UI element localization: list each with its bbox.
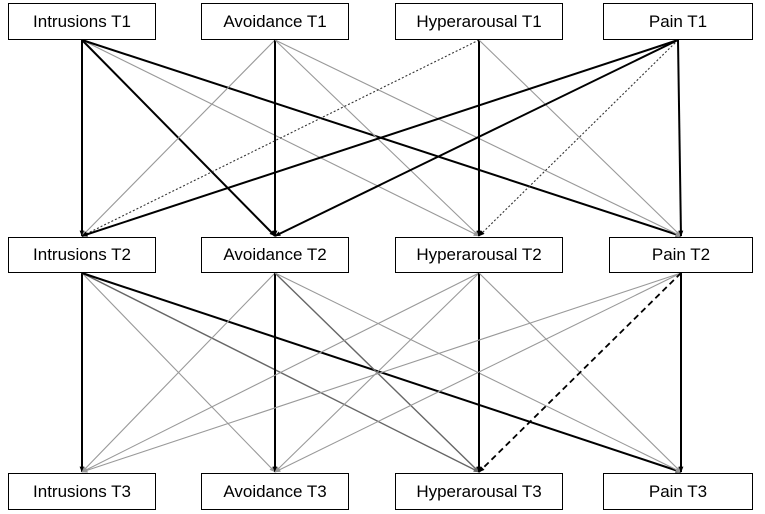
node-intrusions-t1: Intrusions T1: [8, 3, 156, 40]
node-pain-t2: Pain T2: [609, 237, 753, 273]
arrow-p2-to-a3: [274, 272, 682, 473]
node-hyperarousal-t2: Hyperarousal T2: [395, 237, 563, 273]
node-pain-t1: Pain T1: [603, 3, 753, 40]
path-arrows: [79, 39, 684, 473]
arrow-h2-to-a3: [274, 272, 480, 473]
arrow-p2-to-i3: [81, 272, 682, 473]
arrow-h1-to-p2: [478, 39, 682, 237]
arrow-h1-to-i2: [81, 39, 480, 237]
arrow-p1-to-h2: [478, 39, 679, 237]
arrow-h2-to-i3: [81, 272, 480, 473]
arrow-p1-to-p2: [677, 39, 684, 237]
node-hyperarousal-t3: Hyperarousal T3: [395, 473, 563, 510]
node-intrusions-t2: Intrusions T2: [8, 237, 156, 273]
arrow-a1-to-i2: [81, 39, 276, 237]
node-avoidance-t3: Avoidance T3: [201, 473, 349, 510]
arrow-p2-to-h3: [478, 272, 682, 473]
node-avoidance-t2: Avoidance T2: [201, 237, 349, 273]
node-avoidance-t1: Avoidance T1: [201, 3, 349, 40]
node-intrusions-t3: Intrusions T3: [8, 473, 156, 510]
arrow-p1-to-i2: [81, 39, 679, 237]
arrow-a2-to-i3: [81, 272, 276, 473]
node-pain-t3: Pain T3: [603, 473, 753, 510]
arrow-p1-to-a2: [274, 39, 679, 237]
node-hyperarousal-t1: Hyperarousal T1: [395, 3, 563, 40]
